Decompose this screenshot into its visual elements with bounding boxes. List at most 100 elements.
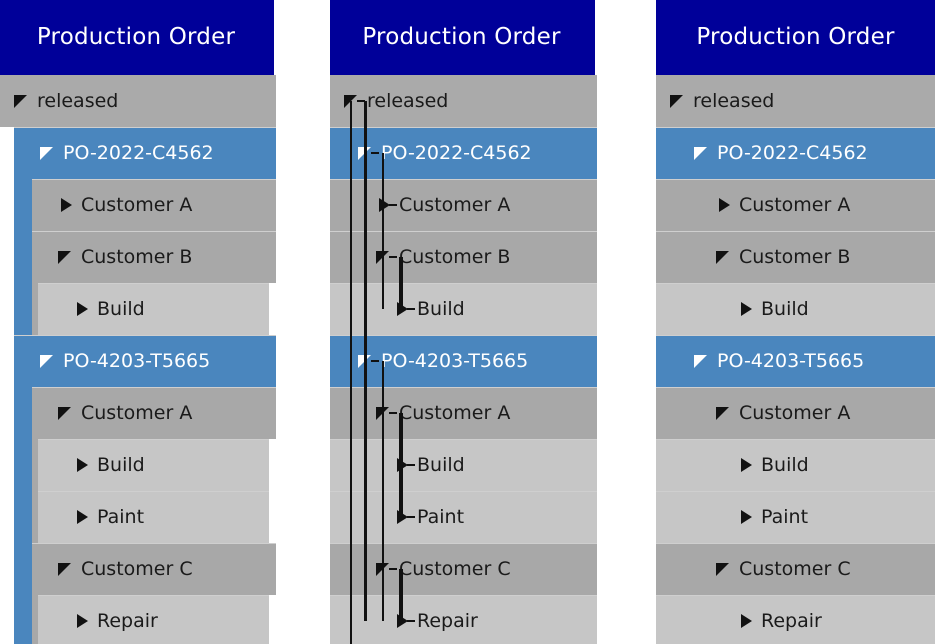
triangle-down-left-icon[interactable] [716,406,730,420]
triangle-right-icon[interactable] [74,510,88,524]
triangle-right-icon[interactable] [58,198,72,212]
tree-node-row[interactable]: Customer A [656,387,935,439]
triangle-down-left-icon[interactable] [716,250,730,264]
tree-node[interactable]: Paint [74,491,144,543]
tree-node-row[interactable]: Customer B [330,231,599,283]
tree-node-row[interactable]: Repair [0,595,277,644]
tree-node[interactable]: Build [394,283,465,335]
triangle-down-left-icon[interactable] [670,94,684,108]
tree-node-row[interactable]: released [0,75,277,127]
tree-node[interactable]: Build [74,439,145,491]
tree-node-row[interactable]: released [656,75,935,127]
triangle-right-icon[interactable] [394,614,408,628]
tree-node[interactable]: Build [74,283,145,335]
tree-node[interactable]: Customer A [716,179,850,231]
tree-node-row[interactable]: Customer C [330,543,599,595]
triangle-down-left-icon[interactable] [58,406,72,420]
row-background [38,595,269,644]
triangle-right-icon[interactable] [74,302,88,316]
tree-node[interactable]: PO-4203-T5665 [694,335,864,387]
tree-node[interactable]: Repair [738,595,822,644]
tree-node[interactable]: released [670,75,774,127]
tree-node[interactable]: Build [738,283,809,335]
triangle-right-icon[interactable] [738,510,752,524]
tree-node-row[interactable]: Customer A [656,179,935,231]
triangle-down-left-icon[interactable] [40,354,54,368]
tree-node[interactable]: Customer A [716,387,850,439]
tree-node[interactable]: Customer C [716,543,851,595]
tree-connector-line [382,153,384,309]
tree-node[interactable]: Repair [394,595,478,644]
triangle-right-icon[interactable] [738,302,752,316]
panel-header: Production Order [656,0,935,75]
tree-node-row[interactable]: Customer A [0,387,277,439]
triangle-down-left-icon[interactable] [40,146,54,160]
tree-node[interactable]: PO-2022-C4562 [40,127,214,179]
tree-node-row[interactable]: PO-4203-T5665 [656,335,935,387]
triangle-right-icon[interactable] [394,510,408,524]
triangle-down-left-icon[interactable] [14,94,28,108]
tree-node-row[interactable]: Build [330,283,599,335]
tree-node[interactable]: Customer A [376,179,510,231]
tree-node[interactable]: Repair [74,595,158,644]
tree-node-row[interactable]: Build [330,439,599,491]
tree-node-row[interactable]: Repair [656,595,935,644]
row-separator [330,179,597,180]
triangle-right-icon[interactable] [74,458,88,472]
triangle-down-left-icon[interactable] [694,146,708,160]
tree-node-row[interactable]: PO-2022-C4562 [0,127,277,179]
tree-node[interactable]: PO-4203-T5665 [358,335,528,387]
triangle-right-icon[interactable] [74,614,88,628]
tree-node[interactable]: PO-4203-T5665 [40,335,210,387]
tree-node[interactable]: Customer C [58,543,193,595]
triangle-right-icon[interactable] [738,614,752,628]
triangle-right-icon[interactable] [716,198,730,212]
tree-node-row[interactable]: released [330,75,599,127]
tree-node-row[interactable]: Customer B [0,231,277,283]
tree-node-row[interactable]: Paint [330,491,599,543]
panel-title: Production Order [362,24,561,50]
tree-node[interactable]: Customer B [716,231,850,283]
tree-node-row[interactable]: Customer A [330,387,599,439]
tree-node[interactable]: released [14,75,118,127]
tree-node-row[interactable]: Customer C [0,543,277,595]
tree-node[interactable]: Paint [738,491,808,543]
tree-node-row[interactable]: Customer B [656,231,935,283]
tree-node[interactable]: PO-2022-C4562 [358,127,532,179]
tree-node-row[interactable]: Customer C [656,543,935,595]
triangle-right-icon[interactable] [738,458,752,472]
triangle-down-left-icon[interactable] [58,250,72,264]
tree-connector-dash [389,412,397,414]
tree-node-row[interactable]: Customer A [330,179,599,231]
triangle-right-icon[interactable] [394,302,408,316]
triangle-down-left-icon[interactable] [694,354,708,368]
tree-node-row[interactable]: PO-4203-T5665 [0,335,277,387]
triangle-down-left-icon[interactable] [716,562,730,576]
tree-node[interactable]: Customer A [58,179,192,231]
tree-node-row[interactable]: Build [0,283,277,335]
tree-node[interactable]: Customer B [58,231,192,283]
tree-node-row[interactable]: Customer A [0,179,277,231]
indent-guide-level-1 [14,335,32,387]
tree-node-row[interactable]: Build [656,283,935,335]
tree-node[interactable]: Customer A [58,387,192,439]
tree-node-row[interactable]: PO-2022-C4562 [656,127,935,179]
tree-node-row[interactable]: Build [0,439,277,491]
tree-connector-dash [389,256,397,258]
tree-node-label: Customer B [81,246,193,268]
tree-node-row[interactable]: Repair [330,595,599,644]
tree-node[interactable]: Build [394,439,465,491]
tree-node-row[interactable]: Paint [0,491,277,543]
tree-node[interactable]: Build [738,439,809,491]
triangle-down-left-icon[interactable] [58,562,72,576]
tree-node-row[interactable]: Build [656,439,935,491]
tree-node[interactable]: Paint [394,491,464,543]
tree-node-row[interactable]: Paint [656,491,935,543]
indent-guide-level-2 [32,387,38,439]
tree-node[interactable]: PO-2022-C4562 [694,127,868,179]
tree-root-line [350,101,352,644]
tree-node-label: Customer A [399,194,511,216]
triangle-right-icon[interactable] [376,198,390,212]
indent-guide-level-1 [14,231,32,283]
